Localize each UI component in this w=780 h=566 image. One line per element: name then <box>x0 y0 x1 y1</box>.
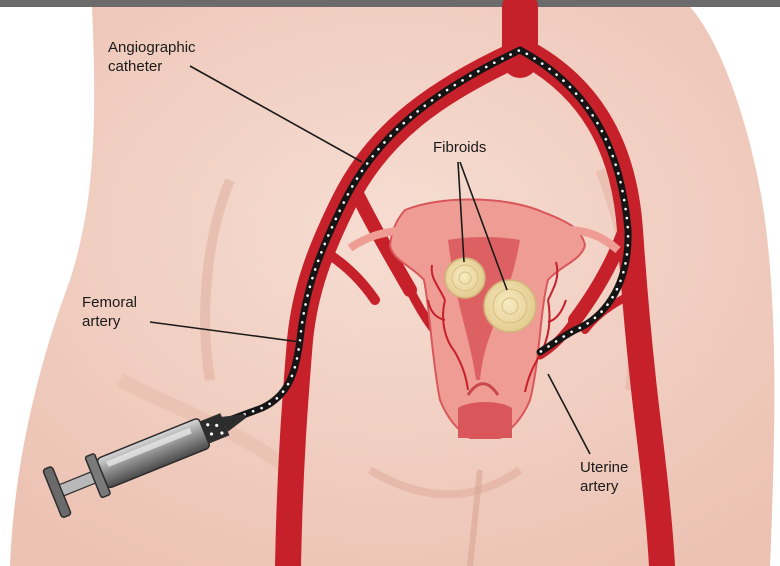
fibroid-right <box>484 280 536 332</box>
uterine-artery-label: Uterine artery <box>580 458 628 496</box>
fibroids-label: Fibroids <box>433 138 486 157</box>
top-bar <box>0 0 780 7</box>
fibroid-left <box>445 258 485 298</box>
catheter-label: Angiographic catheter <box>108 38 196 76</box>
femoral-artery-label: Femoral artery <box>82 293 137 331</box>
